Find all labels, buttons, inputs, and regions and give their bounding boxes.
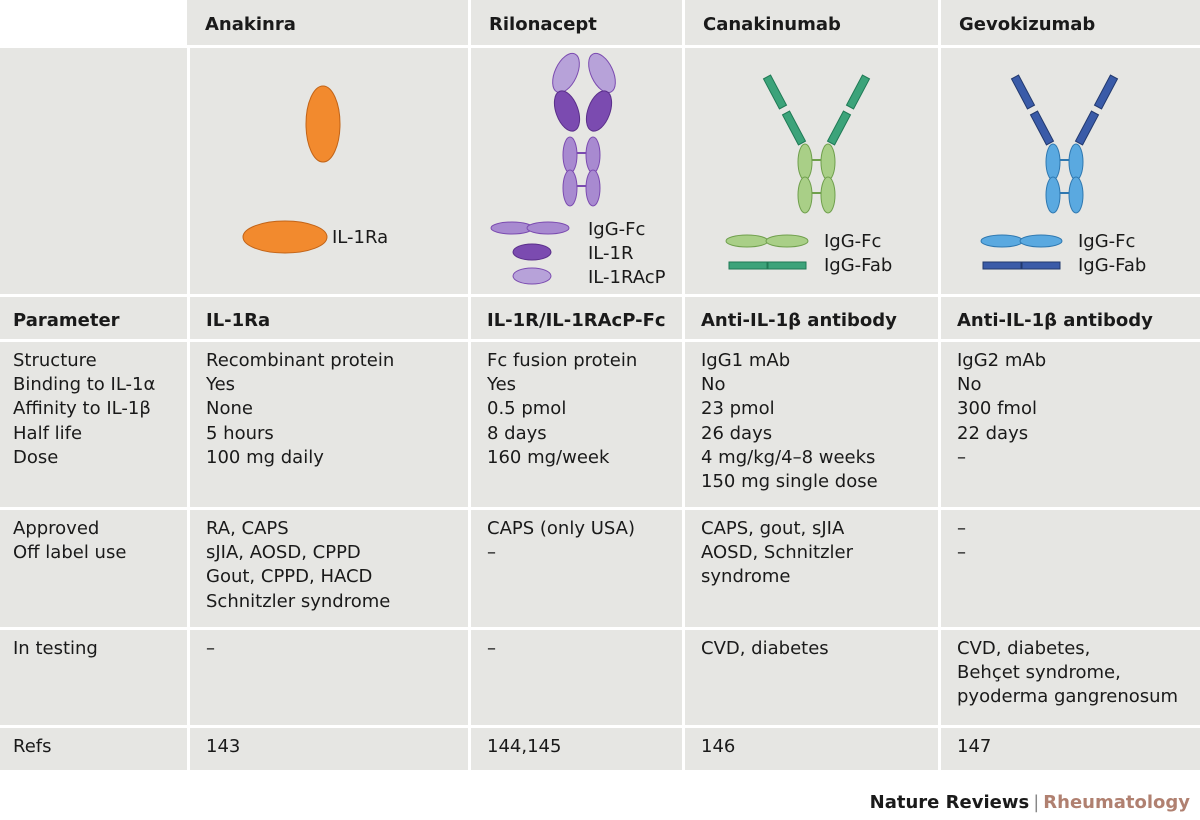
- parameter-anakinra: IL-1Ra: [190, 297, 468, 339]
- testing-anakinra: –: [190, 630, 468, 725]
- journal-name: Nature Reviews: [869, 792, 1030, 813]
- journal-credit: Nature Reviews|Rheumatology: [870, 792, 1190, 813]
- testing-canakinumab: CVD, diabetes: [685, 630, 938, 725]
- properties-canakinumab: IgG1 mAb No 23 pmol 26 days 4 mg/kg/4–8 …: [685, 342, 938, 507]
- parameter-rilonacept: IL-1R/IL-1RAcP-Fc: [471, 297, 682, 339]
- refs-gevokizumab: 147: [941, 728, 1200, 770]
- legend-canakinumab-igg-fc: IgG-Fc: [824, 231, 882, 252]
- gevokizumab-structure-cell: IgG-Fc IgG-Fab: [941, 48, 1200, 294]
- anakinra-structure-cell: IL-1Ra: [190, 48, 468, 294]
- rilonacept-diagram: [490, 52, 616, 285]
- gevokizumab-diagram: [980, 74, 1119, 270]
- journal-section: Rheumatology: [1043, 792, 1190, 813]
- legend-il1ra: IL-1Ra: [332, 227, 389, 248]
- properties-anakinra: Recombinant protein Yes None 5 hours 100…: [190, 342, 468, 507]
- refs-rilonacept: 144,145: [471, 728, 682, 770]
- legend-rilonacept-il1racp: IL-1RAcP: [588, 267, 666, 288]
- header-anakinra: Anakinra: [187, 0, 468, 45]
- legend-gevokizumab-igg-fc: IgG-Fc: [1078, 231, 1136, 252]
- refs-canakinumab: 146: [685, 728, 938, 770]
- testing-gevokizumab: CVD, diabetes, Behçet syndrome, pyoderma…: [941, 630, 1200, 725]
- parameter-canakinumab: Anti-IL-1β antibody: [685, 297, 938, 339]
- properties-labels: Structure Binding to IL-1α Affinity to I…: [0, 342, 187, 507]
- legend-rilonacept-il1r: IL-1R: [588, 243, 634, 264]
- use-labels: Approved Off label use: [0, 510, 187, 627]
- header-rilonacept: Rilonacept: [471, 0, 682, 45]
- use-rilonacept: CAPS (only USA) –: [471, 510, 682, 627]
- canakinumab-diagram: [725, 74, 871, 270]
- use-anakinra: RA, CAPS sJIA, AOSD, CPPD Gout, CPPD, HA…: [190, 510, 468, 627]
- refs-label: Refs: [0, 728, 187, 770]
- legend-gevokizumab-igg-fab: IgG-Fab: [1078, 255, 1147, 276]
- properties-gevokizumab: IgG2 mAb No 300 fmol 22 days –: [941, 342, 1200, 507]
- parameter-label: Parameter: [0, 297, 187, 339]
- rilonacept-structure-cell: IgG-Fc IL-1R IL-1RAcP: [471, 48, 682, 294]
- testing-label: In testing: [0, 630, 187, 725]
- refs-anakinra: 143: [190, 728, 468, 770]
- use-canakinumab: CAPS, gout, sJIA AOSD, Schnitzler syndro…: [685, 510, 938, 627]
- journal-separator: |: [1033, 792, 1040, 813]
- legend-canakinumab-igg-fab: IgG-Fab: [824, 255, 893, 276]
- canakinumab-structure-cell: IgG-Fc IgG-Fab: [685, 48, 938, 294]
- properties-rilonacept: Fc fusion protein Yes 0.5 pmol 8 days 16…: [471, 342, 682, 507]
- parameter-gevokizumab: Anti-IL-1β antibody: [941, 297, 1200, 339]
- header-gevokizumab: Gevokizumab: [941, 0, 1200, 45]
- structure-row-label-cell: [0, 48, 187, 294]
- legend-rilonacept-igg-fc: IgG-Fc: [588, 219, 646, 240]
- testing-rilonacept: –: [471, 630, 682, 725]
- header-canakinumab: Canakinumab: [685, 0, 938, 45]
- anakinra-diagram: [242, 85, 341, 254]
- use-gevokizumab: – –: [941, 510, 1200, 627]
